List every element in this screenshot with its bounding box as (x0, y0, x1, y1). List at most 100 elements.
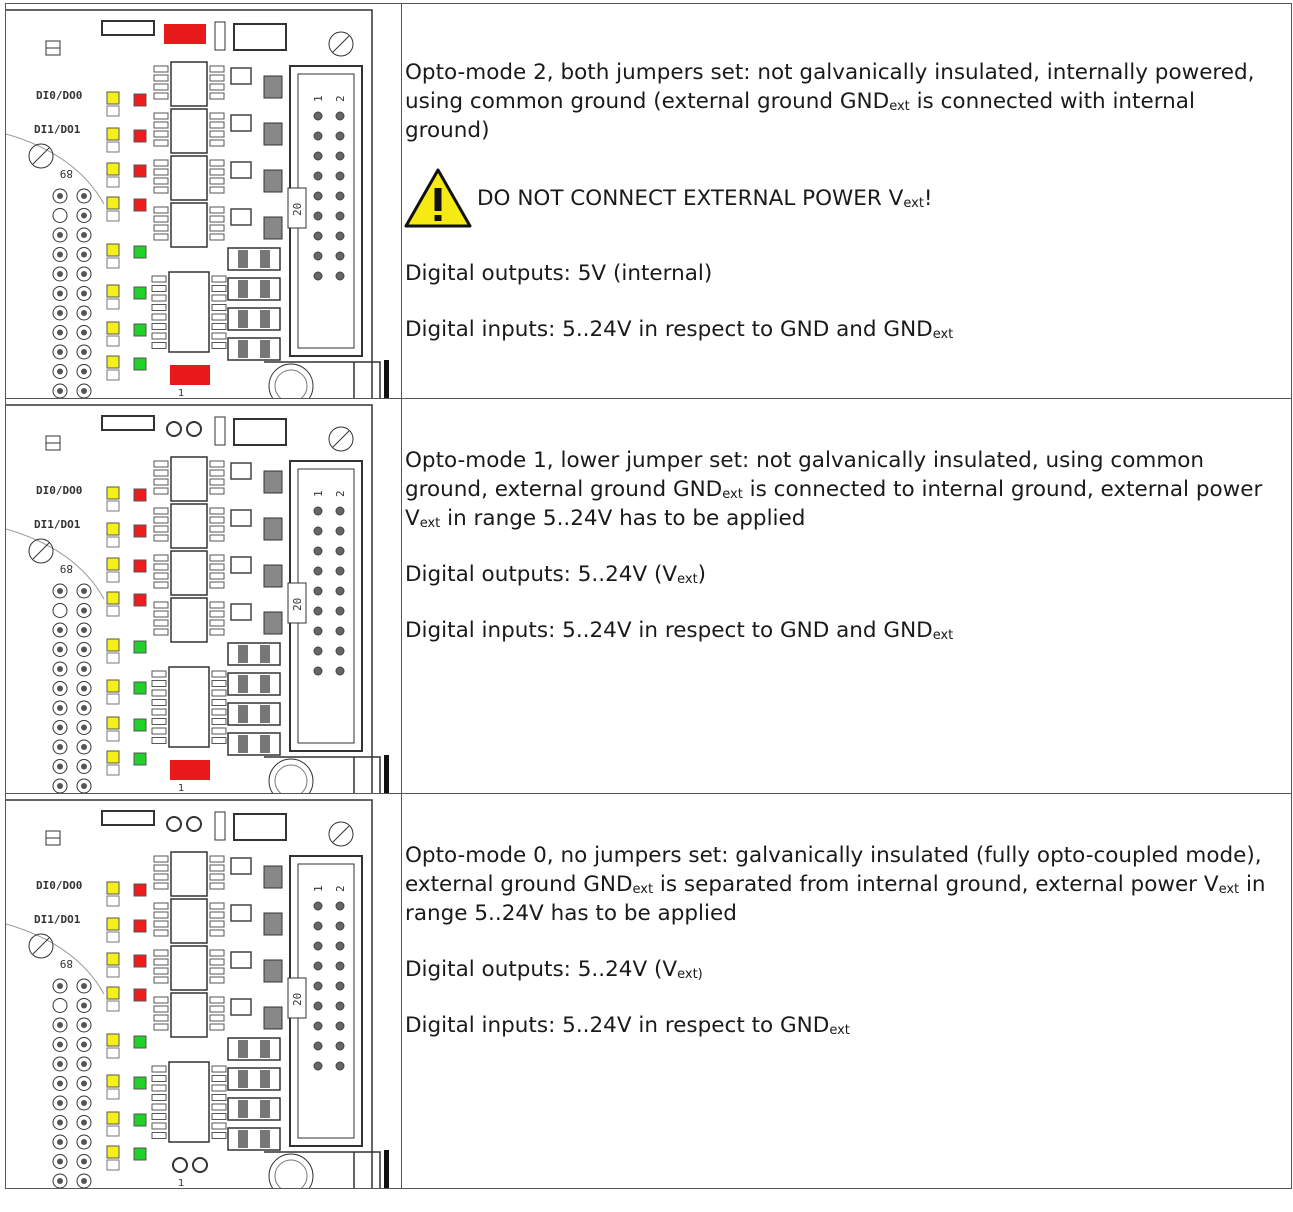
header-pin-core (81, 1022, 87, 1028)
connector-pin (335, 271, 345, 281)
led-pad (106, 1000, 120, 1012)
ic-pin (153, 478, 169, 486)
top-connector (101, 810, 155, 826)
connector-pin (313, 211, 323, 221)
optocoupler (170, 456, 208, 502)
header-pin-core (81, 1002, 87, 1009)
top-resistor (214, 21, 226, 51)
resistor-band (260, 280, 270, 298)
ic-pin (153, 159, 169, 167)
lower-jumper-pin (172, 1157, 188, 1173)
resistor-band (238, 1130, 248, 1148)
ic-pin (151, 313, 167, 321)
resistor-band (238, 735, 248, 753)
header-pin (52, 1115, 68, 1130)
ic-pin (209, 516, 225, 524)
header-pin (76, 266, 92, 282)
connector-pin (313, 151, 323, 161)
header-pin-core (57, 1022, 63, 1028)
led-yellow (106, 986, 120, 1000)
connector-pin (335, 626, 345, 636)
ic-pin (211, 1103, 227, 1111)
connector-pin (313, 231, 323, 241)
connector-pin (335, 131, 345, 141)
header-pin (76, 700, 92, 716)
header-pin (52, 978, 68, 994)
resistor-band (238, 250, 248, 268)
ic-pin (151, 323, 167, 330)
ic-pin (209, 628, 225, 636)
ic-pin (209, 610, 225, 618)
resistor-block (227, 702, 281, 726)
header-pin-core (57, 783, 63, 789)
connector-pin (335, 1021, 345, 1031)
header-pin (76, 1134, 92, 1150)
header-pin-core (57, 705, 63, 711)
connector-pin (335, 111, 345, 121)
header-pin (52, 998, 68, 1013)
transistor (230, 998, 252, 1016)
optocoupler (170, 550, 208, 596)
connector-pin (335, 1001, 345, 1011)
resistor (263, 959, 283, 983)
connector-pin (335, 921, 345, 931)
header-pin-core (81, 368, 87, 375)
header-pin (76, 383, 92, 398)
ic-pin (209, 186, 225, 194)
pin68-label: 89 (60, 957, 73, 970)
ic-pin (209, 224, 225, 232)
connector-pin (335, 526, 345, 536)
resistor (263, 517, 283, 541)
resistor-band (260, 1100, 270, 1118)
connector-pin (313, 606, 323, 616)
connector-pin (313, 1001, 323, 1011)
header-pin-core (81, 251, 87, 258)
ic-pin (209, 460, 225, 468)
ic-pin (153, 929, 169, 937)
led-green (133, 286, 147, 300)
resistor (263, 611, 283, 635)
ic-pin (209, 864, 225, 872)
resistor (263, 75, 283, 99)
header-pin-core (57, 1158, 63, 1165)
digital-outputs-text: Digital outputs: 5V (internal) (405, 261, 713, 286)
driver-ic (168, 271, 210, 353)
header-pin (52, 188, 68, 204)
ic-pin (211, 670, 227, 678)
header-pin (52, 720, 68, 735)
optocoupler (170, 945, 208, 991)
led-red (133, 164, 147, 178)
ic-pin (151, 275, 167, 283)
header-pin (52, 325, 68, 340)
header-pin (52, 759, 68, 774)
pin2-label: 2 (334, 885, 347, 892)
led-green (133, 323, 147, 337)
header-pin-core (57, 1178, 63, 1184)
ic-pin (209, 478, 225, 486)
header-pin (76, 759, 92, 774)
description-cell: Opto-mode 2, both jumpers set: not galva… (401, 3, 1292, 399)
led-pad (106, 105, 120, 117)
header-pin-core (81, 783, 87, 789)
resistor-band (260, 340, 270, 358)
do0-label: DI0/DO0 (36, 484, 82, 497)
ic-pin (209, 65, 225, 73)
warning-text: DO NOT CONNECT EXTERNAL POWER Vext! (477, 185, 933, 211)
connector-pin (335, 941, 345, 951)
do0-label: DI0/DO0 (36, 89, 82, 102)
ic-pin (151, 1075, 167, 1082)
connector-pin (335, 646, 345, 656)
header-pin (52, 1154, 68, 1169)
resistor-band (238, 1040, 248, 1058)
resistor-band (238, 645, 248, 663)
ic-pin (209, 92, 225, 100)
ic-pin (153, 224, 169, 232)
ic-pin (151, 727, 167, 735)
ic-pin (151, 1103, 167, 1111)
header-pin-core (57, 724, 63, 731)
transistor (230, 603, 252, 621)
header-pin-core (81, 232, 87, 238)
header-pin-core (57, 1061, 63, 1067)
